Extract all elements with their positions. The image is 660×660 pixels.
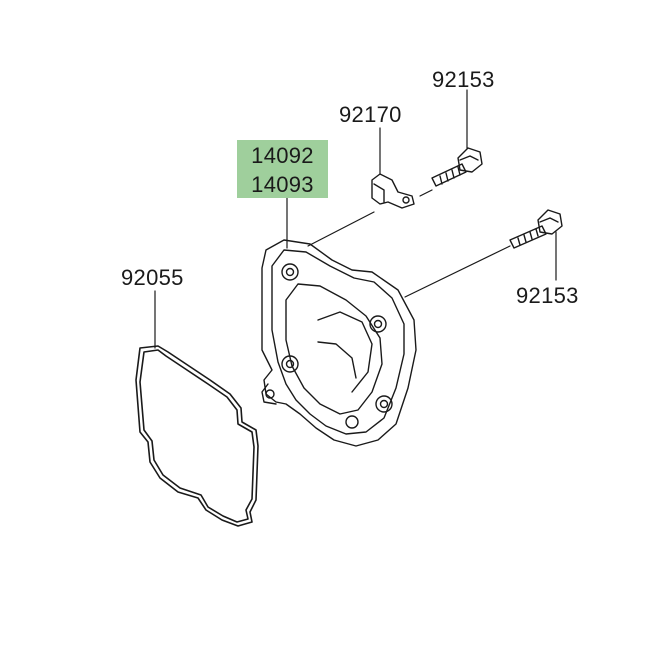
part-number-14092: 14092 <box>251 143 314 168</box>
part-number-92170[interactable]: 92170 <box>339 102 402 127</box>
gasket-92055 <box>135 345 259 527</box>
highlighted-part-number-box[interactable]: 14092 14093 <box>237 140 328 198</box>
part-number-92153-top[interactable]: 92153 <box>432 67 495 92</box>
part-number-92055[interactable]: 92055 <box>121 265 184 290</box>
bolt-top-92153 <box>431 147 483 187</box>
part-number-92153-right[interactable]: 92153 <box>516 283 579 308</box>
cover-14092 <box>261 239 417 447</box>
clamp-92170 <box>371 173 415 209</box>
bolt-right-92153 <box>509 209 563 249</box>
leader-lines <box>154 89 557 349</box>
part-number-14093: 14093 <box>251 172 314 197</box>
